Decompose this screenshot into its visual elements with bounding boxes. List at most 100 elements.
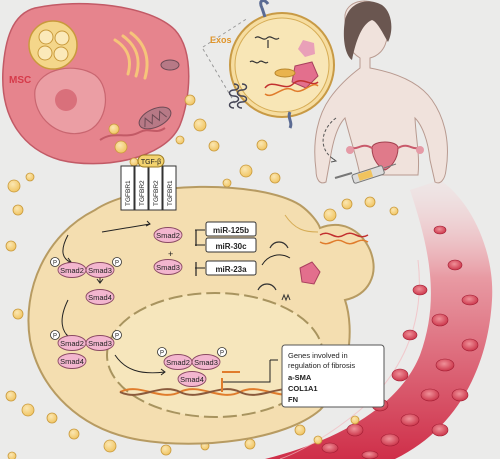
- exosome-vesicle: [46, 412, 58, 424]
- exosome-vesicle: [103, 439, 117, 453]
- exosome-vesicle: [294, 424, 306, 436]
- phosphate-label: P: [53, 333, 57, 339]
- golgi-apparatus: [113, 31, 149, 80]
- exos-label: Exos: [210, 35, 232, 45]
- tgf-beta-ligand: TGF-β: [137, 154, 165, 168]
- exosome-vesicle: [389, 206, 399, 216]
- red-blood-cell: [412, 284, 428, 296]
- genes-callout: Genes involved in regulation of fibrosis…: [281, 344, 385, 408]
- smad2-node-shape: [153, 227, 183, 243]
- exosome-vesicle: [7, 451, 17, 459]
- smad4-node-label: Smad4: [180, 375, 204, 384]
- red-blood-cell: [461, 338, 479, 352]
- phosphate-label: P: [115, 333, 119, 339]
- phosphate-label: P: [115, 260, 119, 266]
- multivesicular-body: [28, 20, 78, 70]
- exosome-vesicle: [175, 135, 185, 145]
- genes-line-2: regulation of fibrosis: [288, 361, 355, 370]
- phosphate-marker: [50, 257, 60, 267]
- receptor-label: TGFBR2: [139, 180, 146, 206]
- smad4-node-shape: [177, 371, 207, 387]
- red-blood-cell: [431, 313, 449, 327]
- exosome-vesicle: [68, 428, 80, 440]
- exosome-detail: Exos: [202, 0, 335, 129]
- phosphate-marker: [217, 347, 227, 357]
- exosome-vesicle: [160, 444, 172, 456]
- phosphate-label: P: [160, 350, 164, 356]
- human-figure: [314, 0, 448, 184]
- exosome-vesicle: [222, 178, 232, 188]
- gene-fn: FN: [288, 395, 298, 404]
- exosome-vesicle: [5, 390, 17, 402]
- red-blood-cell: [361, 450, 379, 459]
- exosome-vesicle: [350, 415, 360, 425]
- exosome-vesicle: [12, 308, 24, 320]
- plus-sign: +: [168, 249, 173, 259]
- exosome-vesicle: [12, 204, 24, 216]
- gene-asma: a-SMA: [288, 373, 312, 382]
- fusing-exosome: [257, 214, 369, 302]
- exosome-vesicle: [239, 164, 253, 178]
- mir-125b-label: miR-125b: [213, 226, 249, 235]
- phosphate-label: P: [220, 350, 224, 356]
- phosphate-marker: [112, 330, 122, 340]
- exosome-vesicle: [129, 157, 139, 167]
- receptor-label: TGFBR1: [125, 180, 132, 206]
- mitochondria: [138, 59, 180, 130]
- msc-cell: MSC: [2, 2, 190, 165]
- exosome-vesicle: [25, 172, 35, 182]
- exosome-vesicle: [269, 172, 281, 184]
- mir-30c-label: miR-30c: [215, 242, 247, 251]
- exosome-vesicle: [341, 198, 353, 210]
- exosome-vesicle: [114, 140, 128, 154]
- smad3-node-label: Smad3: [88, 266, 112, 275]
- gene-col1a1: COL1A1: [288, 384, 318, 393]
- red-blood-cell: [346, 423, 364, 437]
- exosome-vesicle: [323, 208, 337, 222]
- receptor-label: TGFBR1: [167, 180, 174, 206]
- exosome-vesicle: [184, 94, 196, 106]
- exosome-vesicle: [21, 403, 35, 417]
- smad2-node-label: Smad2: [166, 358, 190, 367]
- red-blood-cell: [402, 329, 418, 341]
- red-blood-cell: [451, 388, 469, 402]
- smad2-node-label: Smad2: [156, 231, 180, 240]
- dna-icon: [119, 388, 301, 396]
- exosome-vesicle: [208, 140, 220, 152]
- smad2-node-label: Smad2: [60, 266, 84, 275]
- phosphate-label: P: [53, 260, 57, 266]
- smad4-node-shape: [85, 289, 115, 305]
- smad3-node-label: Smad3: [88, 339, 112, 348]
- smad3-node-shape: [85, 335, 115, 351]
- smad3-node-shape: [153, 259, 183, 275]
- smad3-node-shape: [85, 262, 115, 278]
- smad4-node-label: Smad4: [88, 293, 112, 302]
- uterus-icon: [346, 141, 424, 171]
- smad3-node-label: Smad3: [194, 358, 218, 367]
- red-blood-cell: [447, 259, 463, 271]
- exosome-vesicle: [244, 438, 256, 450]
- tgf-beta-label: TGF-β: [141, 159, 161, 166]
- genes-line-1: Genes involved in: [288, 351, 348, 360]
- mirna-inhibition: miR-125b miR-30c miR-23a +: [168, 221, 257, 276]
- smad4-node-label: Smad4: [60, 357, 84, 366]
- exosome-vesicle: [5, 240, 17, 252]
- red-blood-cell: [321, 442, 339, 454]
- exosome-vesicle: [193, 118, 207, 132]
- red-blood-cell: [420, 388, 440, 402]
- receptor-label: TGFBR2: [153, 180, 160, 206]
- red-blood-cell: [433, 225, 447, 235]
- exosome-vesicle: [313, 435, 323, 445]
- tgf-beta-receptors: TGFBR1 TGFBR2 TGFBR2 TGFBR1: [120, 165, 177, 211]
- phosphate-marker: [157, 347, 167, 357]
- phosphate-marker: [112, 257, 122, 267]
- red-blood-cell: [380, 433, 400, 447]
- phosphate-marker: [50, 330, 60, 340]
- syringe-icon: [334, 163, 397, 184]
- mir-23a-label: miR-23a: [215, 265, 247, 274]
- exosome-vesicle: [256, 139, 268, 151]
- red-blood-cell: [400, 413, 420, 427]
- exosome-vesicle: [108, 123, 120, 135]
- exosome-vesicle: [7, 179, 21, 193]
